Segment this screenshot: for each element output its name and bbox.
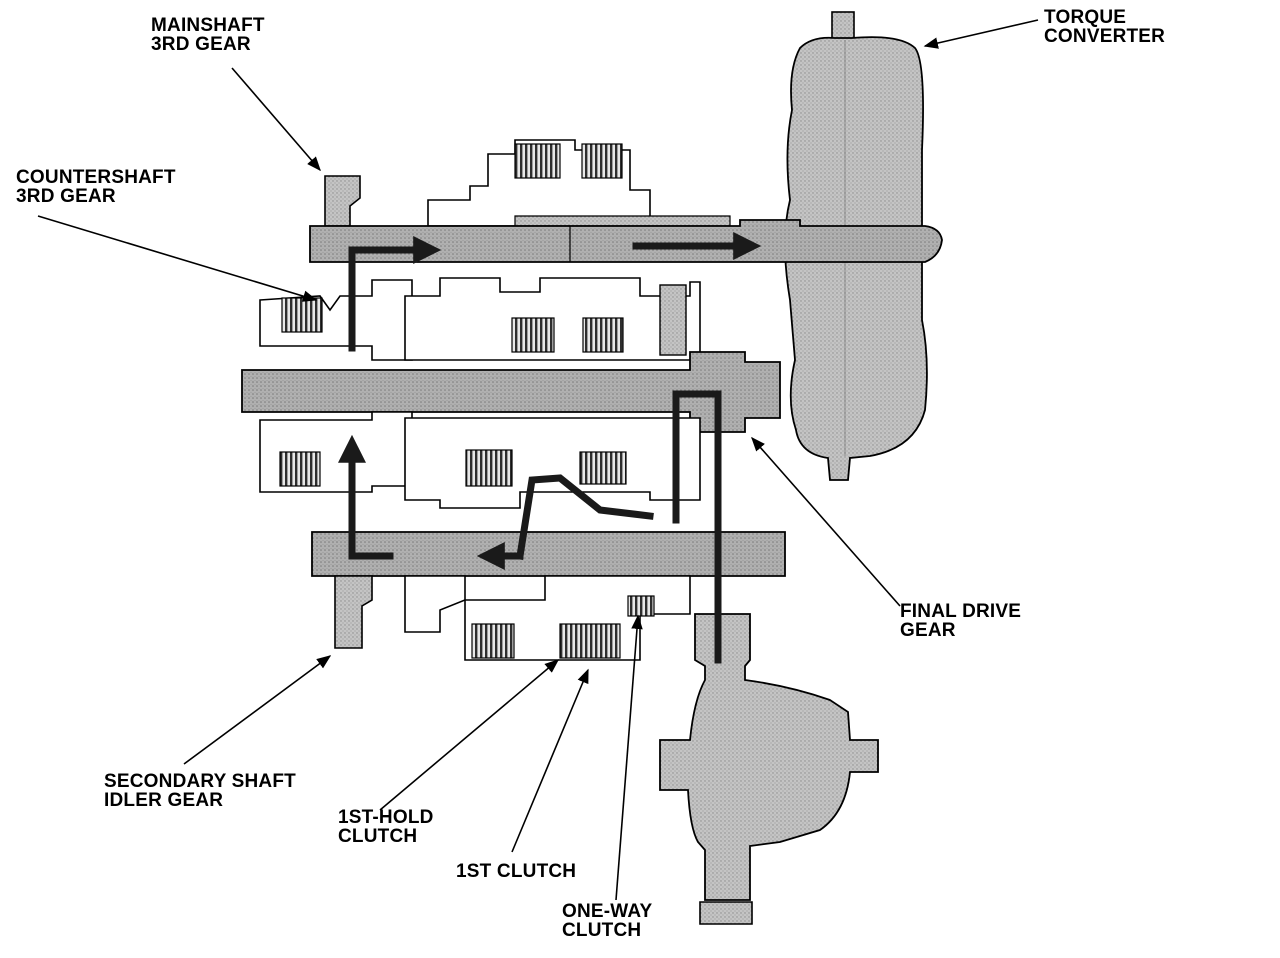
label-1st-clutch: 1ST CLUTCH (456, 861, 577, 882)
differential (659, 613, 879, 925)
power-flow-path (338, 232, 762, 664)
label-1st-hold-clutch: 1ST-HOLD CLUTCH (338, 807, 434, 847)
leader-countershaft-3rd-gear (37, 215, 318, 302)
leader-torque-converter (923, 19, 1039, 49)
mainshaft (309, 139, 943, 263)
label-final-drive-gear: FINAL DRIVE GEAR (900, 601, 1022, 641)
secondary-shaft-assembly (311, 531, 786, 661)
leader-1st-clutch (511, 668, 589, 853)
label-torque-converter: TORQUE CONVERTER (1044, 7, 1166, 47)
label-countershaft-3rd-gear: COUNTERSHAFT 3RD GEAR (16, 167, 176, 207)
leader-1st-hold-clutch (379, 659, 560, 811)
label-one-way-clutch: ONE-WAY CLUTCH (562, 901, 653, 941)
leader-mainshaft-3rd-gear (231, 67, 321, 172)
leader-secondary-shaft-idler-gear (183, 655, 332, 765)
leader-final-drive-gear (751, 436, 901, 607)
label-mainshaft-3rd-gear: MAINSHAFT 3RD GEAR (151, 15, 265, 55)
label-secondary-shaft-idler-gear: SECONDARY SHAFT IDLER GEAR (104, 771, 296, 811)
leader-one-way-clutch (615, 614, 643, 901)
leader-lines (37, 19, 1039, 901)
countershaft-assembly (241, 277, 781, 509)
